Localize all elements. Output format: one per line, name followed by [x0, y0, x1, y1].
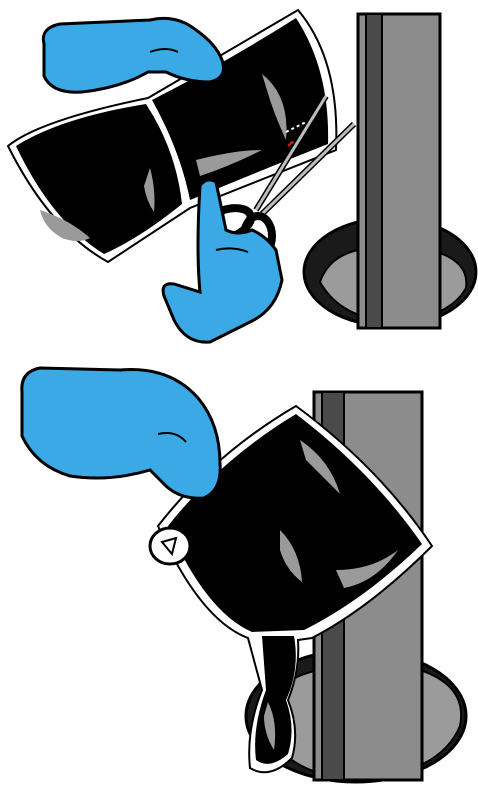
gloved-hand-icon [22, 368, 220, 498]
step-pour-panel [0, 350, 478, 789]
glove-upper [22, 368, 220, 498]
gloved-hand-icon [43, 18, 223, 92]
pouch-left-cell [16, 104, 182, 254]
step-cut-panel [0, 0, 478, 350]
step-pour-svg [0, 350, 478, 789]
post-face-dark [366, 14, 382, 328]
step-cut-svg [0, 0, 478, 350]
rolled-end-icon [150, 528, 190, 564]
post-in-hole-icon [304, 14, 476, 328]
glove-upper [43, 18, 223, 92]
